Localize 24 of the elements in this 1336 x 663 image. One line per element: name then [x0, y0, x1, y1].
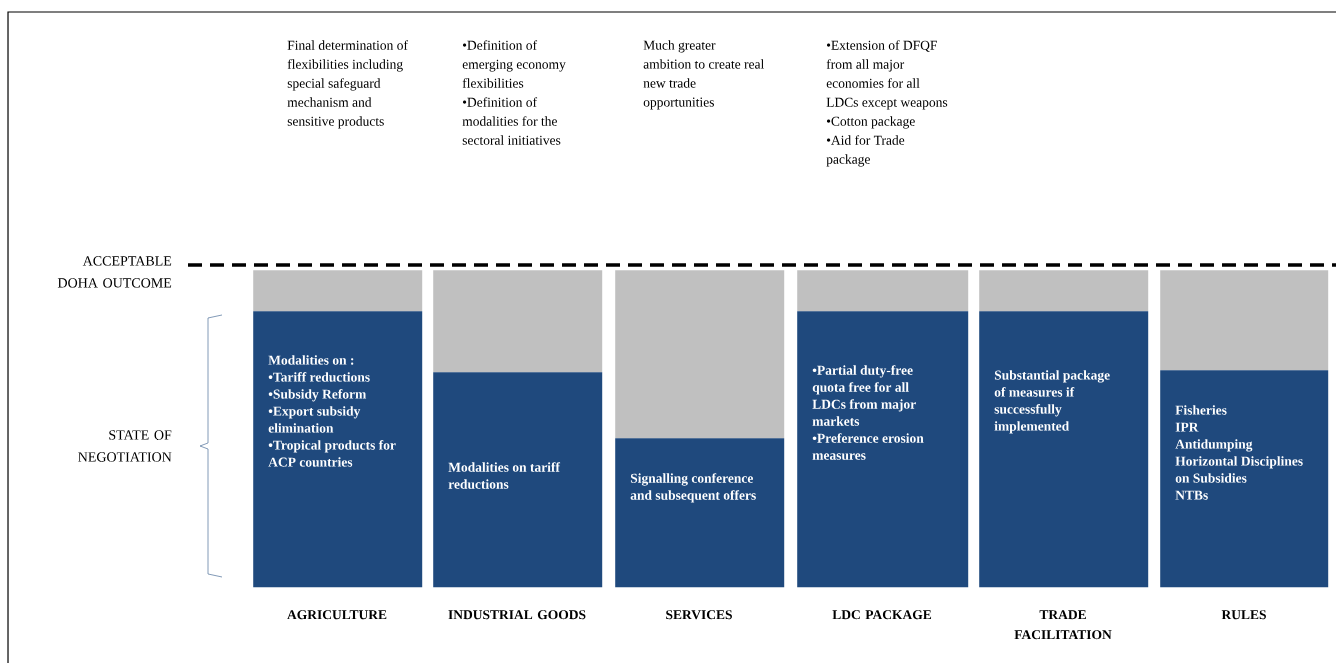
bar-segment: Fisheries IPR Antidumping Horizontal Disciplines on Subsidies NTBs: [1160, 370, 1329, 588]
bar-segment: Substantial package of measures if successfully implemented: [979, 311, 1149, 588]
bar-segment: [1160, 270, 1329, 371]
bar-segment: [615, 270, 785, 439]
side-label: STATE OF NEGOTIATION: [78, 430, 172, 462]
bar-segment: •Partial duty-free quota free for all LDCs from major markets •Preference erosion measures: [797, 311, 969, 588]
side-label: ACCEPTABLE DOHA OUTCOME: [57, 256, 172, 288]
bar-segment: Modalities on tariff reductions: [433, 372, 603, 588]
category-label: AGRICULTURE: [287, 610, 387, 620]
bar-segment: [253, 270, 423, 312]
bar-segment: [797, 270, 969, 312]
annotation-text: Much greater ambition to create real new trade opportunities: [643, 40, 765, 110]
bar-segment: Modalities on : •Tariff reductions •Subsidy Reform •Export subsidy elimination •Tropical products for ACP countries: [253, 311, 423, 588]
bar-segment: [433, 270, 603, 373]
category-label: LDC PACKAGE: [832, 610, 932, 620]
annotation-text: •Extension of DFQF from all major economies for all LDCs except weapons •Cotton package •Aid for Trade package: [826, 40, 948, 167]
annotation-text: •Definition of emerging economy flexibilities •Definition of modalities for the sectoral initiatives: [462, 40, 566, 145]
annotation-text: Final determination of flexibilities including special safeguard mechanism and sensitive products: [287, 40, 408, 129]
category-label: SERVICES: [666, 610, 732, 620]
bar-segment: [979, 270, 1149, 312]
category-label: INDUSTRIAL GOODS: [448, 610, 586, 620]
category-label: RULES: [1221, 610, 1266, 620]
category-label: TRADE FACILITATION: [1014, 610, 1112, 640]
bar-segment: Signalling conference and subsequent offers: [615, 438, 785, 588]
